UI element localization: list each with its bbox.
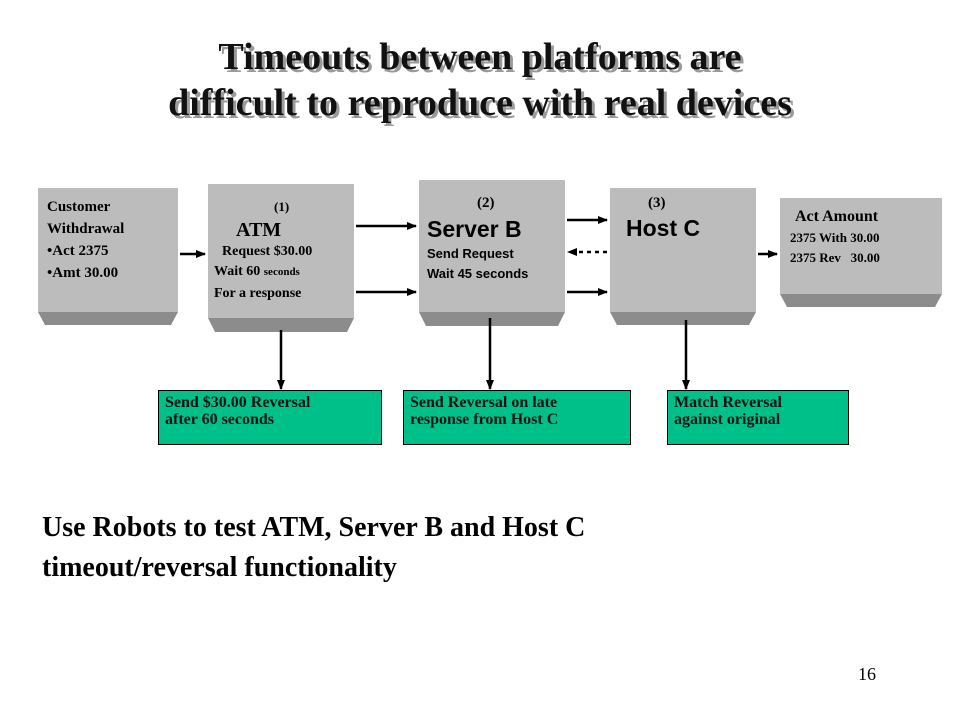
title-line-2: difficult to reproduce with real devices [168, 82, 792, 124]
server-name: Server B [427, 216, 522, 242]
atm-box-shape [208, 184, 354, 332]
host-reversal-note-line-1: Match Reversal [674, 394, 782, 411]
server-box-shape [419, 180, 565, 326]
title-line-1: Timeouts between platforms are [218, 36, 742, 78]
account-line-1: 2375 With 30.00 [790, 230, 880, 245]
summary-text: Use Robots to test ATM, Server B and Hos… [42, 508, 585, 588]
atm-reversal-note-line-1: Send $30.00 Reversal [165, 394, 311, 411]
customer-line-4: •Amt 30.00 [47, 265, 119, 281]
customer-box: Customer Withdrawal •Act 2375 •Amt 30.00 [47, 196, 124, 284]
atm-line-1: Request $30.00 [222, 244, 313, 259]
atm-reversal-note-line-2: after 60 seconds [165, 411, 275, 428]
server-line-1: Send Request [427, 246, 514, 261]
atm-step-label: (1) [274, 199, 290, 214]
account-line-2: 2375 Rev 30.00 [790, 250, 880, 265]
account-box: Act Amount 2375 With 30.00 2375 Rev 30.0… [790, 206, 940, 268]
atm-line-2-small: seconds [263, 266, 300, 278]
atm-box: (1) ATM Request $30.00 Wait 60 seconds F… [214, 196, 354, 304]
account-title: Act Amount [795, 208, 879, 225]
host-reversal-note-line-2: against original [674, 411, 781, 428]
host-box-shape [610, 188, 756, 325]
host-reversal-note: Match Reversal against original [667, 390, 849, 445]
atm-name: ATM [236, 219, 282, 241]
atm-line-2-main: Wait 60 [214, 264, 264, 279]
customer-line-3: •Act 2375 [47, 243, 109, 259]
customer-box-shape [38, 188, 178, 325]
server-reversal-note-line-2: response from Host C [410, 411, 559, 428]
slide-title: Timeouts between platforms are difficult… [0, 34, 960, 126]
server-reversal-note: Send Reversal on late response from Host… [403, 390, 631, 445]
host-box: (3) Host C [626, 192, 756, 242]
page-number: 16 [858, 664, 876, 684]
customer-line-1: Customer [47, 199, 111, 215]
customer-line-2: Withdrawal [47, 221, 125, 237]
server-box: (2) Server B Send Request Wait 45 second… [427, 192, 563, 284]
summary-line-2: timeout/reversal functionality [42, 552, 397, 583]
account-box-shape [780, 198, 942, 307]
atm-line-3: For a response [214, 286, 302, 301]
server-reversal-note-line-1: Send Reversal on late [410, 394, 558, 411]
server-step-label: (2) [477, 195, 495, 211]
host-name: Host C [626, 215, 701, 241]
summary-line-1: Use Robots to test ATM, Server B and Hos… [42, 512, 586, 543]
host-step-label: (3) [648, 195, 666, 211]
atm-reversal-note: Send $30.00 Reversal after 60 seconds [158, 390, 382, 445]
atm-line-2: Wait 60 seconds [214, 261, 354, 283]
server-line-2: Wait 45 seconds [427, 266, 529, 281]
